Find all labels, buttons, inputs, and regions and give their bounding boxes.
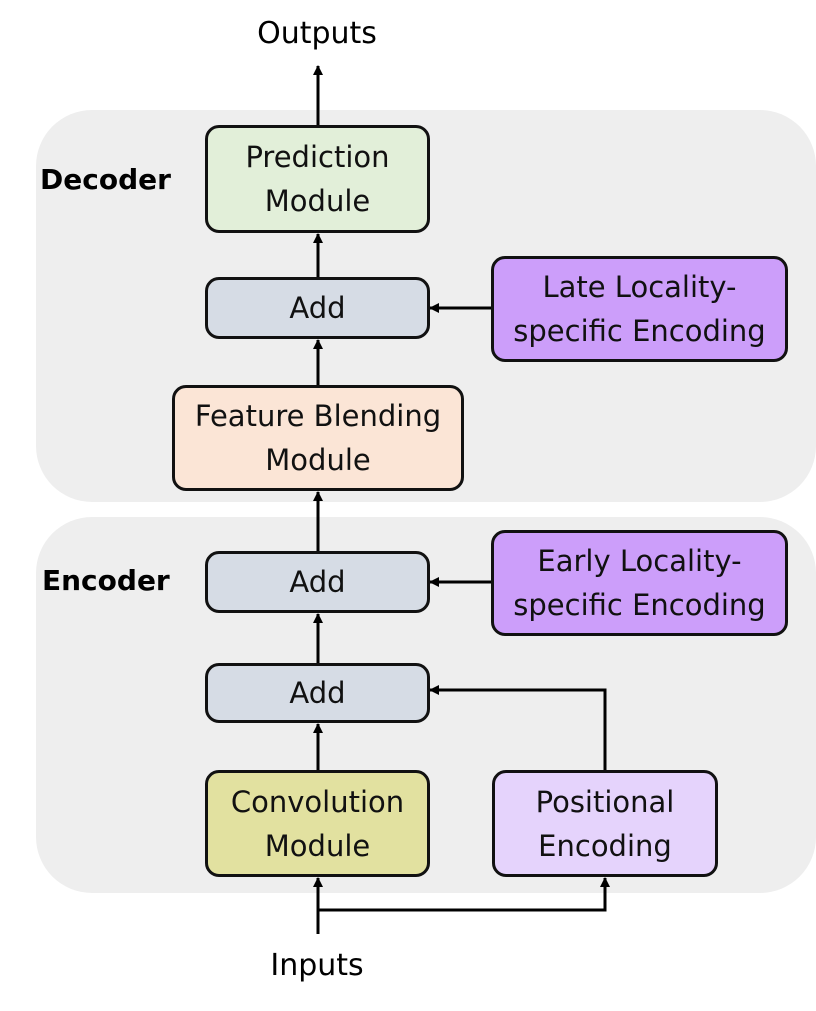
- positional-line1: Positional: [535, 784, 675, 819]
- late-encoding-line2: specific Encoding: [513, 314, 766, 348]
- encoder-add-lower-label: Add: [289, 676, 346, 710]
- encoder-label: Encoder: [42, 564, 170, 597]
- feature-blending-module-box: Feature Blending Module: [172, 385, 464, 491]
- late-encoding-line1: Late Locality-: [542, 270, 737, 304]
- early-encoding-line1: Early Locality-: [537, 544, 742, 578]
- decoder-add-box: Add: [205, 277, 430, 339]
- encoder-add-upper-box: Add: [205, 551, 430, 613]
- convolution-module-box: Convolution Module: [205, 770, 430, 877]
- early-locality-encoding-box: Early Locality- specific Encoding: [491, 530, 788, 636]
- feature-blending-line2: Module: [265, 443, 371, 477]
- prediction-module-line1: Prediction: [245, 140, 390, 174]
- encoder-add-lower-box: Add: [205, 663, 430, 723]
- late-locality-encoding-box: Late Locality- specific Encoding: [491, 256, 788, 362]
- early-encoding-line2: specific Encoding: [513, 588, 766, 622]
- positional-line2: Encoding: [538, 828, 672, 863]
- decoder-label: Decoder: [40, 163, 171, 196]
- encoder-add-upper-label: Add: [289, 565, 346, 599]
- prediction-module-line2: Module: [264, 184, 371, 218]
- prediction-module-box: Prediction Module: [205, 125, 430, 233]
- positional-encoding-box: Positional Encoding: [492, 770, 718, 877]
- convolution-line2: Module: [264, 828, 371, 863]
- arrow-positional-to-add: [429, 685, 607, 770]
- outputs-label: Outputs: [257, 16, 377, 51]
- feature-blending-line1: Feature Blending: [194, 399, 442, 433]
- inputs-label: Inputs: [270, 948, 364, 983]
- arrow-inputs-to-positional: [318, 877, 610, 912]
- convolution-line1: Convolution: [230, 784, 405, 819]
- decoder-add-label: Add: [289, 291, 346, 325]
